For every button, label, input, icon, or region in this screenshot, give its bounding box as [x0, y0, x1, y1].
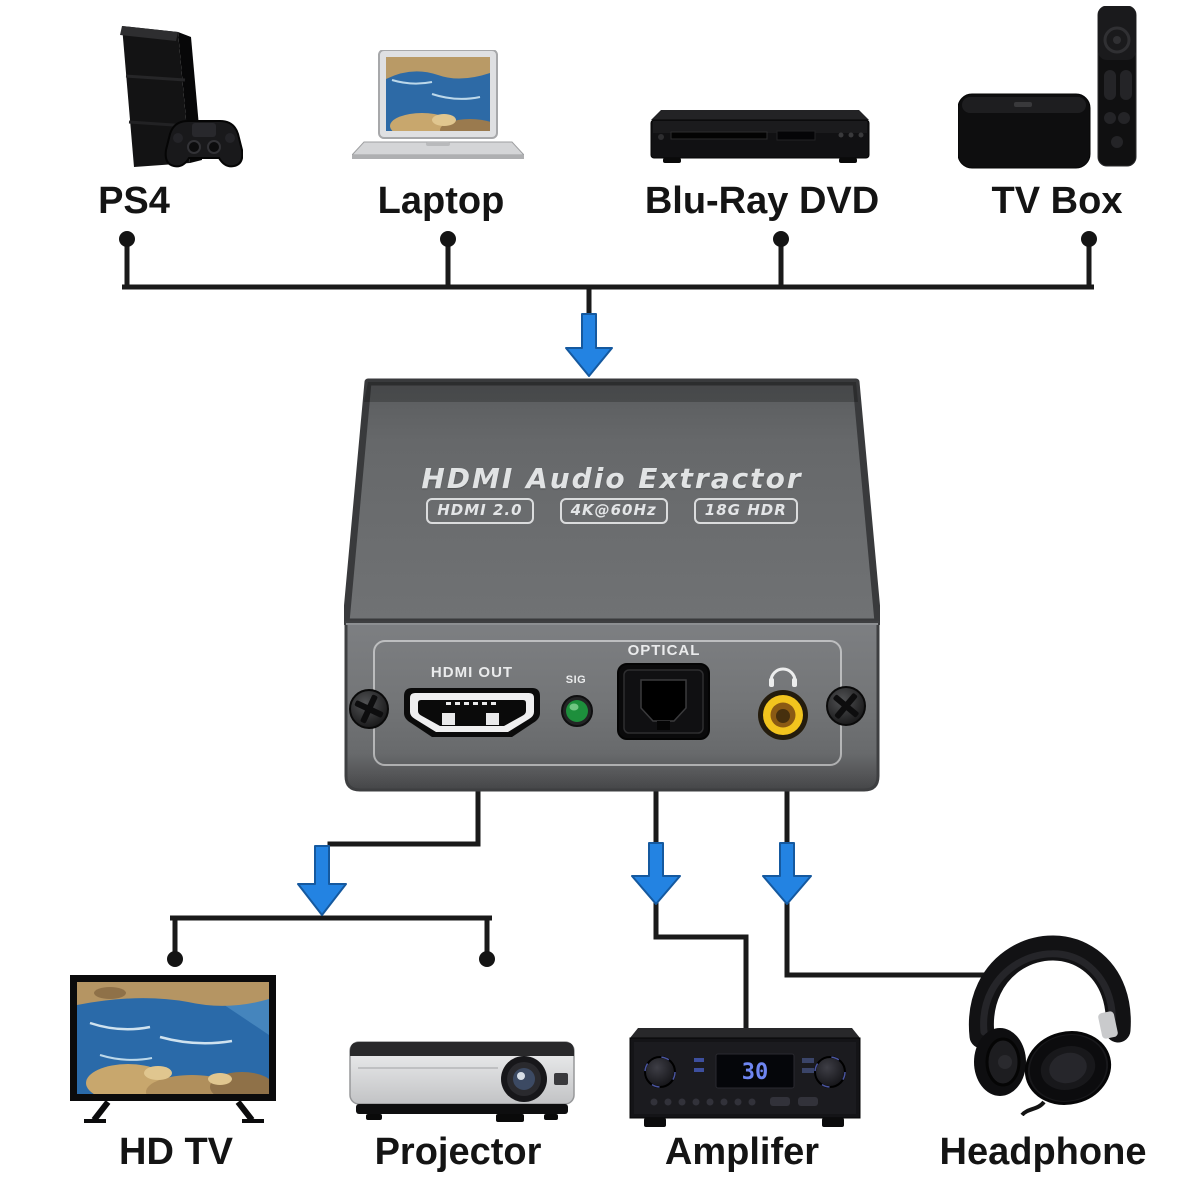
arrow-down-hdmi-out	[297, 845, 347, 916]
hd-tv-image	[70, 975, 276, 1123]
label-hd-tv: HD TV	[119, 1131, 233, 1173]
optical-label: OPTICAL	[627, 642, 701, 659]
badge-4k60: 4K@60Hz	[559, 498, 668, 524]
laptop-screen-photo	[386, 57, 490, 131]
label-headphone: Headphone	[939, 1131, 1147, 1173]
tv-screen-photo	[77, 982, 269, 1094]
badge-hdmi20: HDMI 2.0	[426, 498, 534, 524]
laptop-image	[352, 50, 524, 159]
hdmi-out-port	[404, 688, 540, 737]
arrow-down-top	[565, 313, 613, 377]
tv-box-image	[958, 6, 1137, 169]
screw-right-icon	[826, 686, 866, 726]
label-projector: Projector	[374, 1131, 542, 1173]
signal-led	[561, 695, 593, 727]
hdmi-audio-extractor: HDMI Audio Extractor HDMI 2.0 4K@60Hz 18…	[344, 378, 880, 792]
ps4-image	[120, 26, 243, 168]
ps4-controller	[164, 120, 243, 168]
headphone-image	[968, 935, 1131, 1116]
optical-port	[617, 663, 710, 740]
amplifier-display-value: 30	[742, 1060, 769, 1085]
bluray-player-image	[650, 110, 870, 163]
amplifier-image: 30	[629, 1028, 861, 1127]
connector-lines	[122, 243, 1094, 1053]
label-bluray-dvd: Blu-Ray DVD	[644, 180, 880, 222]
hdmi-out-label: HDMI OUT	[430, 664, 514, 681]
label-ps4: PS4	[98, 180, 170, 222]
extractor-body	[344, 378, 880, 792]
audio-jack-port	[758, 690, 808, 740]
extractor-title: HDMI Audio Extractor	[421, 462, 803, 495]
signal-led-label: SIG	[565, 674, 587, 686]
projector-image	[349, 1041, 575, 1122]
badge-18g-hdr: 18G HDR	[693, 498, 798, 524]
flow-arrows	[297, 313, 812, 916]
extractor-badges: HDMI 2.0 4K@60Hz 18G HDR	[344, 498, 880, 524]
connection-dots	[119, 231, 1097, 967]
arrow-down-optical	[631, 842, 681, 905]
screw-left-icon	[349, 689, 389, 729]
label-laptop: Laptop	[377, 180, 505, 222]
label-amplifier: Amplifer	[664, 1131, 820, 1173]
arrow-down-headphone	[762, 842, 812, 905]
headphone-icon	[769, 667, 797, 687]
label-tv-box: TV Box	[991, 180, 1123, 222]
